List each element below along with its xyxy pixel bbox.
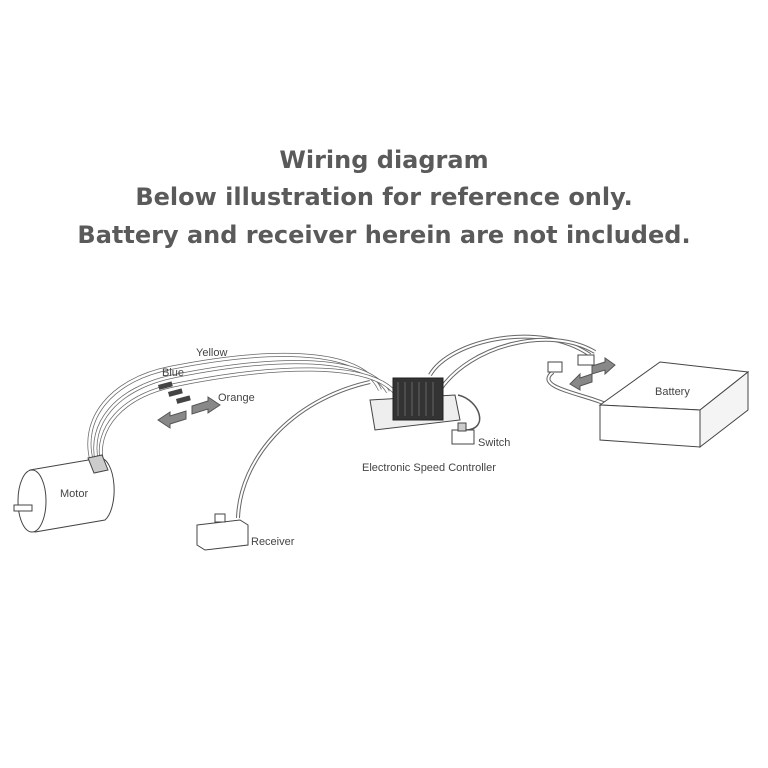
label-blue: Blue [162, 367, 184, 379]
arrow-icon [569, 372, 593, 391]
bullet-connectors [158, 381, 191, 404]
label-receiver: Receiver [251, 536, 295, 548]
arrow-icon [191, 396, 221, 415]
label-esc: Electronic Speed Controller [362, 462, 496, 474]
connect-arrows-battery [569, 357, 616, 391]
label-motor: Motor [60, 488, 88, 500]
motor-wires [87, 352, 398, 463]
heading-line-2: Below illustration for reference only. [135, 183, 633, 211]
battery-connectors [547, 354, 595, 373]
arrow-icon [157, 410, 187, 429]
heading-line-1: Wiring diagram [279, 146, 489, 174]
label-yellow: Yellow [196, 347, 227, 359]
heading-line-3: Battery and receiver herein are not incl… [77, 221, 691, 249]
battery [598, 361, 750, 449]
receiver [196, 513, 249, 551]
label-switch: Switch [478, 437, 510, 449]
connect-arrows-motor [157, 396, 221, 429]
label-orange: Orange [218, 392, 255, 404]
arrow-icon [591, 357, 616, 376]
motor [13, 454, 115, 533]
switch [451, 422, 475, 445]
label-battery: Battery [655, 386, 690, 398]
receiver-wire [236, 380, 371, 519]
esc [369, 377, 461, 431]
